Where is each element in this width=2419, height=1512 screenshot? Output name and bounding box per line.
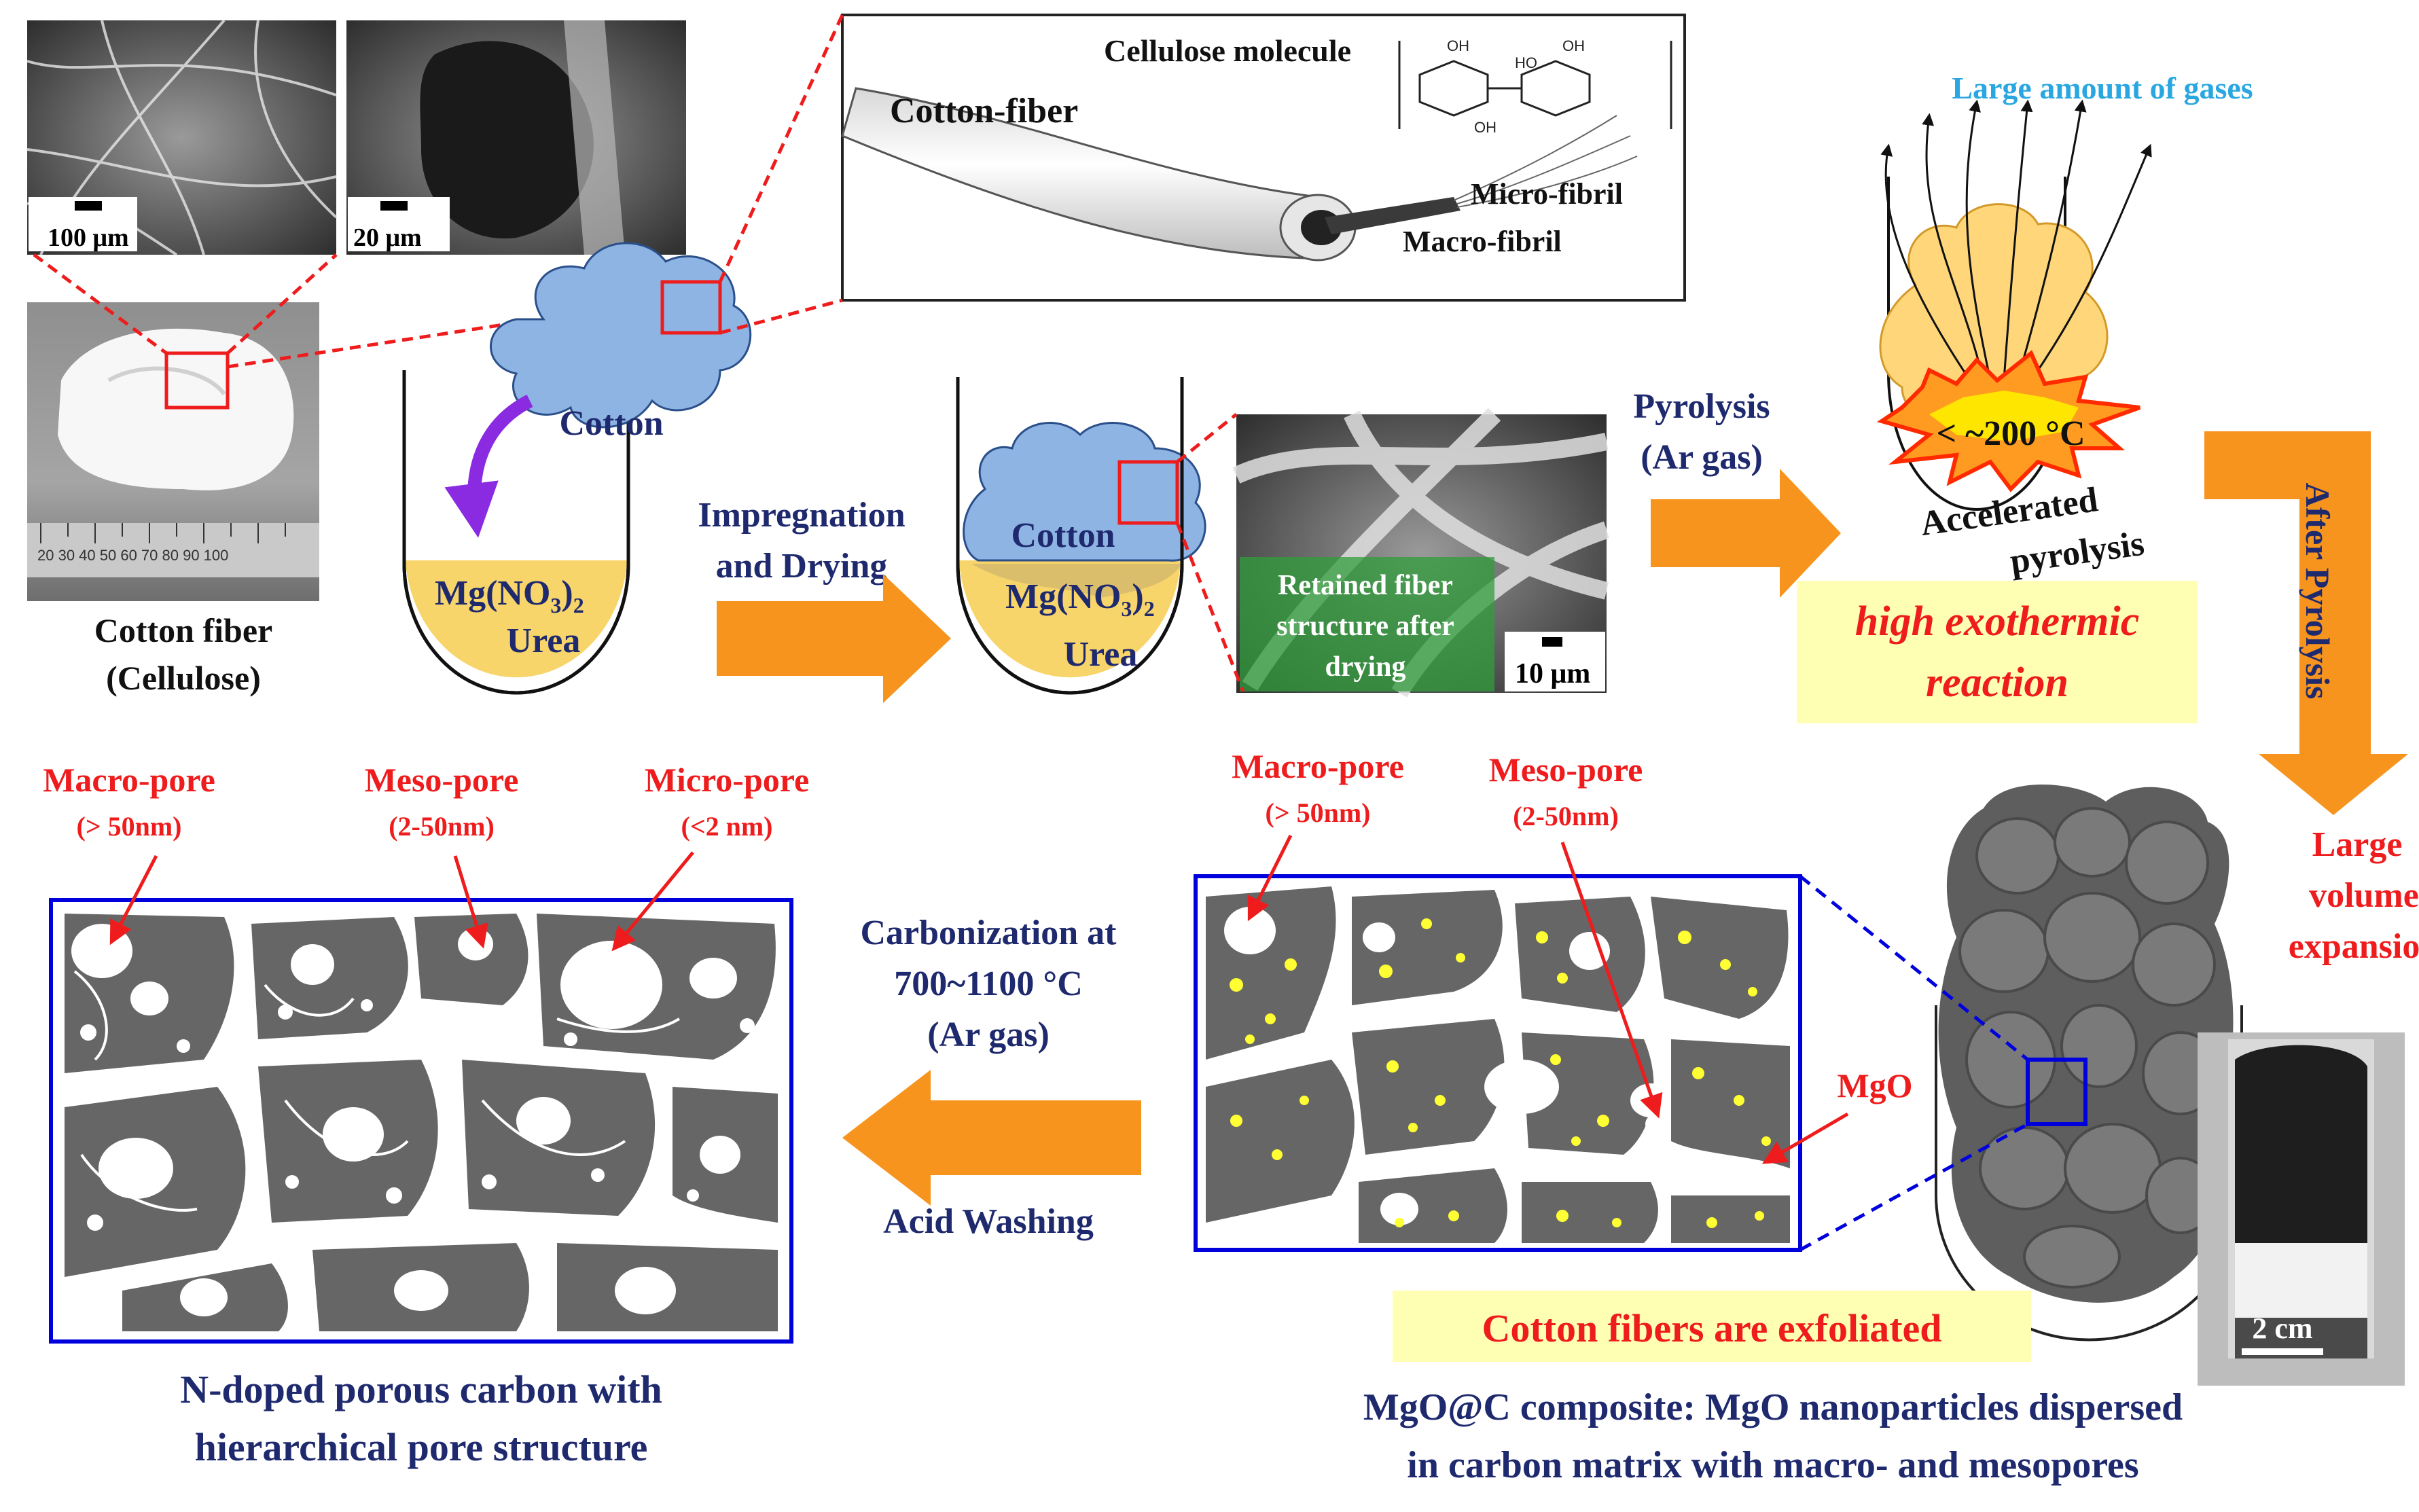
carbonization-label-3: (Ar gas)	[927, 1015, 1050, 1054]
beaker1-urea: Urea	[507, 622, 581, 660]
drying-label: and Drying	[716, 547, 888, 586]
left-caption-1: N-doped porous carbon with	[180, 1367, 662, 1411]
porous-carbon-panel	[49, 898, 793, 1344]
left-micro-pore-label: Micro-pore	[645, 761, 810, 799]
micro-fibril-label: Micro-fibril	[1471, 177, 1623, 211]
scale-20um: 20 μm	[353, 223, 422, 252]
cotton-fiber-inset-label: Cotton-fiber	[890, 92, 1078, 130]
scale-10um: 10 μm	[1515, 658, 1590, 689]
oh-label-3: OH	[1562, 37, 1585, 54]
scale-2cm: 2 cm	[2252, 1312, 2312, 1345]
macro-fibril-label: Macro-fibril	[1403, 225, 1562, 258]
ho-label: HO	[1515, 54, 1537, 71]
reaction-vessel	[1876, 99, 2152, 511]
cellulose-molecule-label: Cellulose molecule	[1104, 33, 1351, 68]
mid-meso-pore-size: (2-50nm)	[1513, 801, 1619, 831]
beaker2-urea: Urea	[1064, 635, 1138, 674]
exothermic-highlight	[1797, 581, 2198, 723]
beaker2-cotton: Cotton	[1011, 516, 1115, 555]
fiber-structure-inset: OH OH HO OH Cellulose molecule Cotton-fi…	[841, 14, 1686, 302]
mid-macro-pore-size: (> 50nm)	[1266, 797, 1371, 828]
left-macro-pore-label: Macro-pore	[43, 761, 215, 799]
left-macro-pore-size: (> 50nm)	[77, 811, 182, 842]
left-micro-pore-size: (<2 nm)	[681, 811, 773, 842]
left-caption-2: hierarchical pore structure	[195, 1425, 648, 1469]
mid-meso-pore-label: Meso-pore	[1489, 751, 1643, 789]
left-meso-pore-label: Meso-pore	[365, 761, 519, 799]
mid-caption-1: MgO@C composite: MgO nanoparticles dispe…	[1363, 1386, 2183, 1428]
mgo-label: MgO	[1837, 1066, 1912, 1104]
carbonization-label-1: Carbonization at	[861, 914, 1117, 952]
oh-label-2: OH	[1474, 119, 1497, 136]
expansion-label-2: volume	[2309, 876, 2419, 915]
mid-caption-2: in carbon matrix with macro- and mesopor…	[1407, 1444, 2138, 1486]
exothermic-label-1: high exothermic	[1855, 598, 2140, 645]
carbonization-label-2: 700~1100 °C	[894, 965, 1083, 1003]
retained-fiber-1: Retained fiber	[1278, 570, 1453, 601]
expansion-label-3: expansion	[2289, 927, 2419, 966]
exfoliated-label: Cotton fibers are exfoliated	[1482, 1306, 1941, 1350]
cotton-fiber-label: Cotton fiber	[94, 611, 272, 649]
beaker1-mg-formula: Mg(NO3)2	[435, 574, 584, 617]
temperature-label: < ~200 °C	[1936, 414, 2085, 453]
gases-label: Large amount of gases	[1952, 71, 2253, 105]
pyrolysis-label: Pyrolysis	[1633, 387, 1770, 426]
retained-fiber-2: structure after	[1276, 611, 1454, 642]
impregnation-arrow	[717, 574, 951, 703]
beaker-1	[402, 242, 752, 695]
after-pyrolysis-label: After Pyrolysis	[2299, 483, 2337, 700]
retained-fiber-3: drying	[1325, 651, 1405, 683]
sem-image-10um	[1232, 408, 1609, 698]
expansion-label-1: Large	[2312, 825, 2403, 864]
pyrolysis-arrow	[1651, 469, 1841, 598]
oh-label-1: OH	[1447, 37, 1469, 54]
cellulose-label: (Cellulose)	[106, 659, 261, 697]
exfoliated-highlight	[1393, 1291, 2031, 1362]
cotton-photo: 20 30 40 50 60 70 80 90 100	[27, 302, 319, 601]
acid-washing-label: Acid Washing	[883, 1202, 1094, 1241]
pyrolysis-sub-label: pyrolysis	[2007, 524, 2146, 581]
after-pyrolysis-arrow	[2204, 431, 2408, 815]
expanded-carbon-mass	[1935, 785, 2243, 1342]
beaker2-mg-formula: Mg(NO3)2	[1005, 577, 1155, 621]
vial-photo	[2198, 1032, 2405, 1386]
beaker-2	[956, 377, 1206, 695]
mgo-composite-panel	[1194, 874, 1802, 1252]
left-meso-pore-size: (2-50nm)	[389, 811, 495, 842]
sem-image-100um: 100 μm	[26, 19, 338, 256]
exothermic-label-2: reaction	[1926, 660, 2068, 706]
beaker1-cotton: Cotton	[559, 404, 663, 443]
pyrolysis-ar-label: (Ar gas)	[1641, 438, 1763, 477]
mid-macro-pore-label: Macro-pore	[1232, 747, 1404, 785]
carbonization-arrow	[842, 1070, 1141, 1206]
ruler-ticks: 20 30 40 50 60 70 80 90 100	[37, 547, 228, 564]
scale-100um: 100 μm	[48, 223, 129, 252]
sem-image-20um: 20 μm	[346, 20, 686, 255]
impregnation-label: Impregnation	[698, 496, 905, 535]
